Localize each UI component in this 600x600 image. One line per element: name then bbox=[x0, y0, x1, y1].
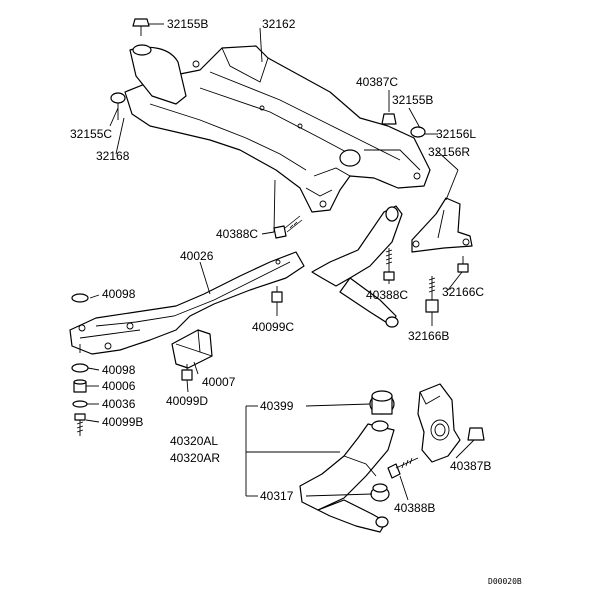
label-32166C: 32166C bbox=[442, 285, 484, 299]
bolt-40099B bbox=[74, 413, 86, 436]
washer-40098-upper bbox=[71, 293, 89, 303]
ball-joint-lower bbox=[375, 516, 389, 528]
label-32155B-top: 32155B bbox=[167, 17, 208, 31]
label-40098-upper: 40098 bbox=[102, 287, 136, 301]
bushing-32155B-top bbox=[132, 18, 150, 36]
label-32155C: 32155C bbox=[70, 127, 112, 141]
label-32155B-right: 32155B bbox=[392, 93, 433, 107]
nut-32166C bbox=[457, 256, 469, 273]
label-32162: 32162 bbox=[262, 17, 296, 31]
rear-crossmember-40026 bbox=[69, 251, 305, 355]
label-40388C-left: 40388C bbox=[216, 227, 258, 241]
label-40388C-mid: 40388C bbox=[366, 288, 408, 302]
bushing-40399 bbox=[369, 390, 395, 415]
washer-40098-lower bbox=[71, 363, 89, 373]
bushing-32155B-right bbox=[410, 126, 426, 138]
bushing-40317 bbox=[370, 483, 390, 502]
bolt-40388C-mid bbox=[383, 248, 395, 281]
label-40317: 40317 bbox=[260, 489, 294, 503]
lower-control-arm-40320 bbox=[299, 420, 395, 533]
bushing-32155C bbox=[110, 92, 126, 120]
label-40099C: 40099C bbox=[252, 320, 294, 334]
label-32166B: 32166B bbox=[408, 329, 449, 343]
part-labels: 32155B 32162 40387C 32155B 32156L 32156R… bbox=[70, 17, 491, 515]
bushing-40387C bbox=[381, 113, 397, 125]
label-40006: 40006 bbox=[102, 379, 136, 393]
knuckle-bracket bbox=[417, 383, 461, 463]
label-32156R: 32156R bbox=[428, 145, 470, 159]
collar-40006 bbox=[73, 379, 87, 393]
label-40098-lower: 40098 bbox=[102, 363, 136, 377]
ball-joint-upper bbox=[385, 316, 399, 328]
washer-40036 bbox=[72, 400, 88, 408]
label-40007: 40007 bbox=[202, 375, 236, 389]
label-32156L: 32156L bbox=[436, 127, 476, 141]
upper-control-arm bbox=[311, 205, 403, 327]
bolt-40099C bbox=[271, 286, 283, 303]
leader-lines bbox=[79, 23, 475, 501]
bolt-32166B bbox=[425, 276, 439, 313]
label-40320AL: 40320AL bbox=[170, 434, 218, 448]
label-40399: 40399 bbox=[260, 399, 294, 413]
label-40099D: 40099D bbox=[166, 394, 208, 408]
nut-40387B bbox=[467, 427, 485, 441]
label-32168: 32168 bbox=[96, 149, 130, 163]
label-40026: 40026 bbox=[180, 249, 214, 263]
bracket-32156 bbox=[411, 197, 473, 253]
label-40036: 40036 bbox=[102, 397, 136, 411]
bolt-40388B bbox=[387, 457, 419, 479]
bolt-40099D bbox=[181, 364, 193, 381]
front-crossmember bbox=[124, 44, 431, 213]
mount-40007 bbox=[171, 329, 213, 369]
label-40388B: 40388B bbox=[394, 501, 435, 515]
label-40320AR: 40320AR bbox=[170, 451, 220, 465]
label-40099B: 40099B bbox=[102, 415, 143, 429]
label-40387B: 40387B bbox=[450, 459, 491, 473]
label-40387C: 40387C bbox=[356, 75, 398, 89]
diagram-code: D00020B bbox=[488, 577, 522, 586]
bolt-40388C-left bbox=[273, 215, 303, 239]
